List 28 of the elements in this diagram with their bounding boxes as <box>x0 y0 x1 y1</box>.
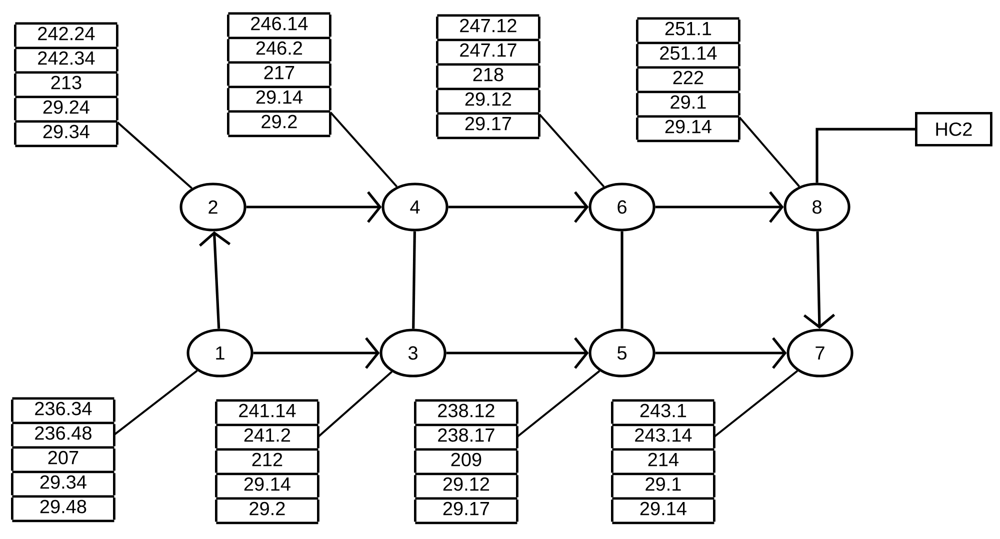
arrow <box>446 337 589 369</box>
arrow <box>246 191 382 223</box>
value-table: 242.24 242.34 213 29.24 29.34 <box>14 22 118 148</box>
label-box: HC2 <box>915 112 992 146</box>
value-table: 247.12 247.17 218 29.12 29.17 <box>436 14 540 140</box>
value-table: 243.1 243.14 214 29.1 29.14 <box>611 399 716 524</box>
arrow <box>803 231 836 329</box>
leader-line <box>516 370 600 438</box>
connector-line <box>412 231 416 329</box>
arrow <box>253 337 380 369</box>
connector-line <box>620 231 624 329</box>
arrow <box>448 191 589 223</box>
leader-line <box>538 114 605 188</box>
leader-line <box>318 371 392 438</box>
connector-line <box>816 128 915 183</box>
arrow <box>655 337 787 369</box>
leader-line <box>714 370 798 438</box>
arrow <box>198 231 231 329</box>
leader-line <box>330 112 398 188</box>
value-table: 238.12 238.17 209 29.12 29.17 <box>414 399 518 524</box>
value-table: 241.14 241.2 212 29.14 29.2 <box>215 399 320 524</box>
leader-line <box>738 116 800 188</box>
leader-line <box>114 370 198 436</box>
arrow <box>655 191 784 223</box>
value-table: 251.1 251.14 222 29.1 29.14 <box>636 17 740 142</box>
value-table: 246.14 246.2 217 29.14 29.2 <box>227 12 332 138</box>
leader-line <box>116 122 192 189</box>
value-table: 236.34 236.48 207 29.34 29.48 <box>11 397 116 522</box>
